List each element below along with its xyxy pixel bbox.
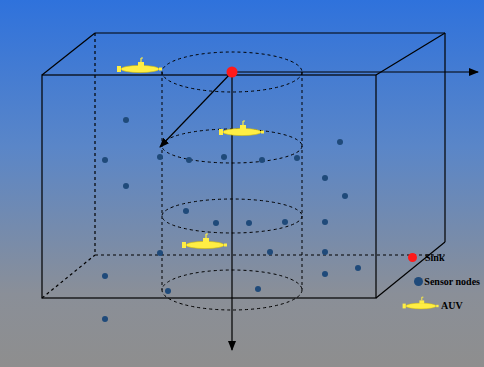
sensor-nodes <box>102 117 361 322</box>
legend-label: Sink <box>425 252 444 264</box>
legend-swatch <box>408 253 417 262</box>
legend-label: AUV <box>441 300 463 312</box>
region-box <box>42 33 445 298</box>
auv-icons <box>117 58 439 309</box>
axis-arrows <box>160 72 478 350</box>
sink-dot <box>227 67 238 78</box>
legend-swatch <box>414 277 423 286</box>
legend-label: Sensor nodes <box>424 276 480 288</box>
